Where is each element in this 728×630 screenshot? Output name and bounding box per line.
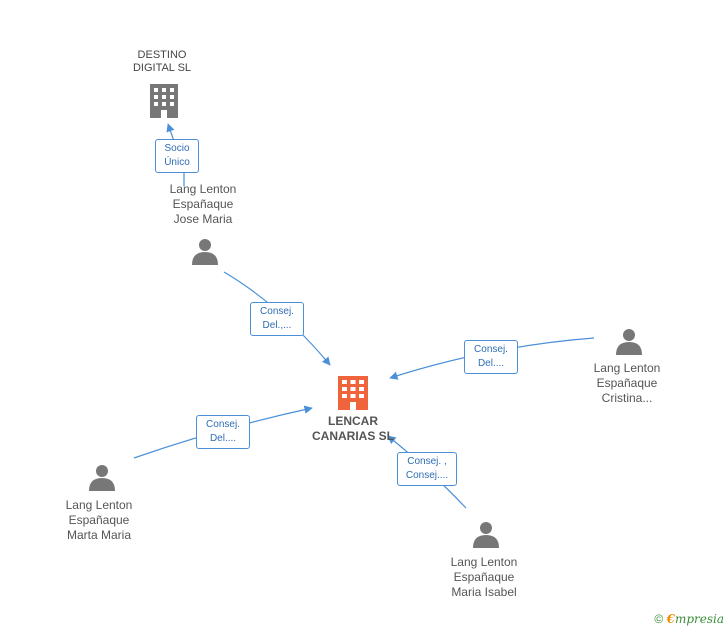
relation-line2: Del.... xyxy=(477,358,505,369)
empresia-watermark: © €mpresia xyxy=(654,612,724,626)
person-name-line2: Españaque xyxy=(596,376,658,390)
building-icon xyxy=(150,84,178,118)
logo-text: mpresia xyxy=(674,612,724,626)
company-label-lencar[interactable]: LENCAR CANARIAS SL xyxy=(298,414,408,444)
person-icon xyxy=(192,239,218,265)
person-name-line3: Marta Maria xyxy=(66,528,131,542)
relation-badge-isabel-lencar[interactable]: Consej. , Consej.... xyxy=(397,452,457,486)
relation-badge-jose-lencar[interactable]: Consej. Del.,... xyxy=(250,302,304,336)
relation-badge-marta-lencar[interactable]: Consej. Del.... xyxy=(196,415,250,449)
person-name-line1: Lang Lenton xyxy=(65,498,133,512)
person-label-isabel[interactable]: Lang Lenton Españaque Maria Isabel xyxy=(429,555,539,600)
person-icon xyxy=(89,465,115,491)
person-icon xyxy=(616,329,642,355)
relation-line1: Consej. , xyxy=(407,456,447,467)
person-name-line2: Españaque xyxy=(68,513,130,527)
person-icon xyxy=(473,522,499,548)
person-name-line3: Jose Maria xyxy=(173,212,233,226)
relation-line1: Consej. xyxy=(206,419,240,430)
relation-line2: Del.,... xyxy=(262,320,292,331)
relation-line2: Del.... xyxy=(209,433,237,444)
company-name-line2: CANARIAS SL xyxy=(311,429,394,443)
relation-line1: Consej. xyxy=(260,306,294,317)
copyright-icon: © xyxy=(654,612,664,626)
person-name-line3: Cristina... xyxy=(601,391,653,405)
person-name-line1: Lang Lenton xyxy=(450,555,518,569)
relation-badge-cristina-lencar[interactable]: Consej. Del.... xyxy=(464,340,518,374)
relation-line2: Único xyxy=(164,157,190,168)
person-name-line3: Maria Isabel xyxy=(451,585,517,599)
main-building-icon xyxy=(338,376,368,410)
logo-initial: € xyxy=(666,612,675,626)
person-name-line2: Españaque xyxy=(453,570,515,584)
empresia-logo: €mpresia xyxy=(667,612,724,626)
company-label-destino[interactable]: DESTINO DIGITAL SL xyxy=(112,49,212,75)
person-name-line2: Españaque xyxy=(172,197,234,211)
person-name-line1: Lang Lenton xyxy=(169,182,237,196)
person-name-line1: Lang Lenton xyxy=(593,361,661,375)
relation-line1: Socio xyxy=(164,143,190,154)
relation-line2: Consej.... xyxy=(405,470,449,481)
person-label-cristina[interactable]: Lang Lenton Españaque Cristina... xyxy=(572,361,682,406)
company-name-line1: LENCAR xyxy=(328,414,378,428)
person-label-jose[interactable]: Lang Lenton Españaque Jose Maria xyxy=(148,182,258,227)
relation-badge-jose-destino[interactable]: Socio Único xyxy=(155,139,199,173)
relation-line1: Consej. xyxy=(474,344,508,355)
person-label-marta[interactable]: Lang Lenton Españaque Marta Maria xyxy=(44,498,154,543)
company-name-line2: DIGITAL SL xyxy=(132,62,192,74)
company-name-line1: DESTINO xyxy=(137,49,187,61)
